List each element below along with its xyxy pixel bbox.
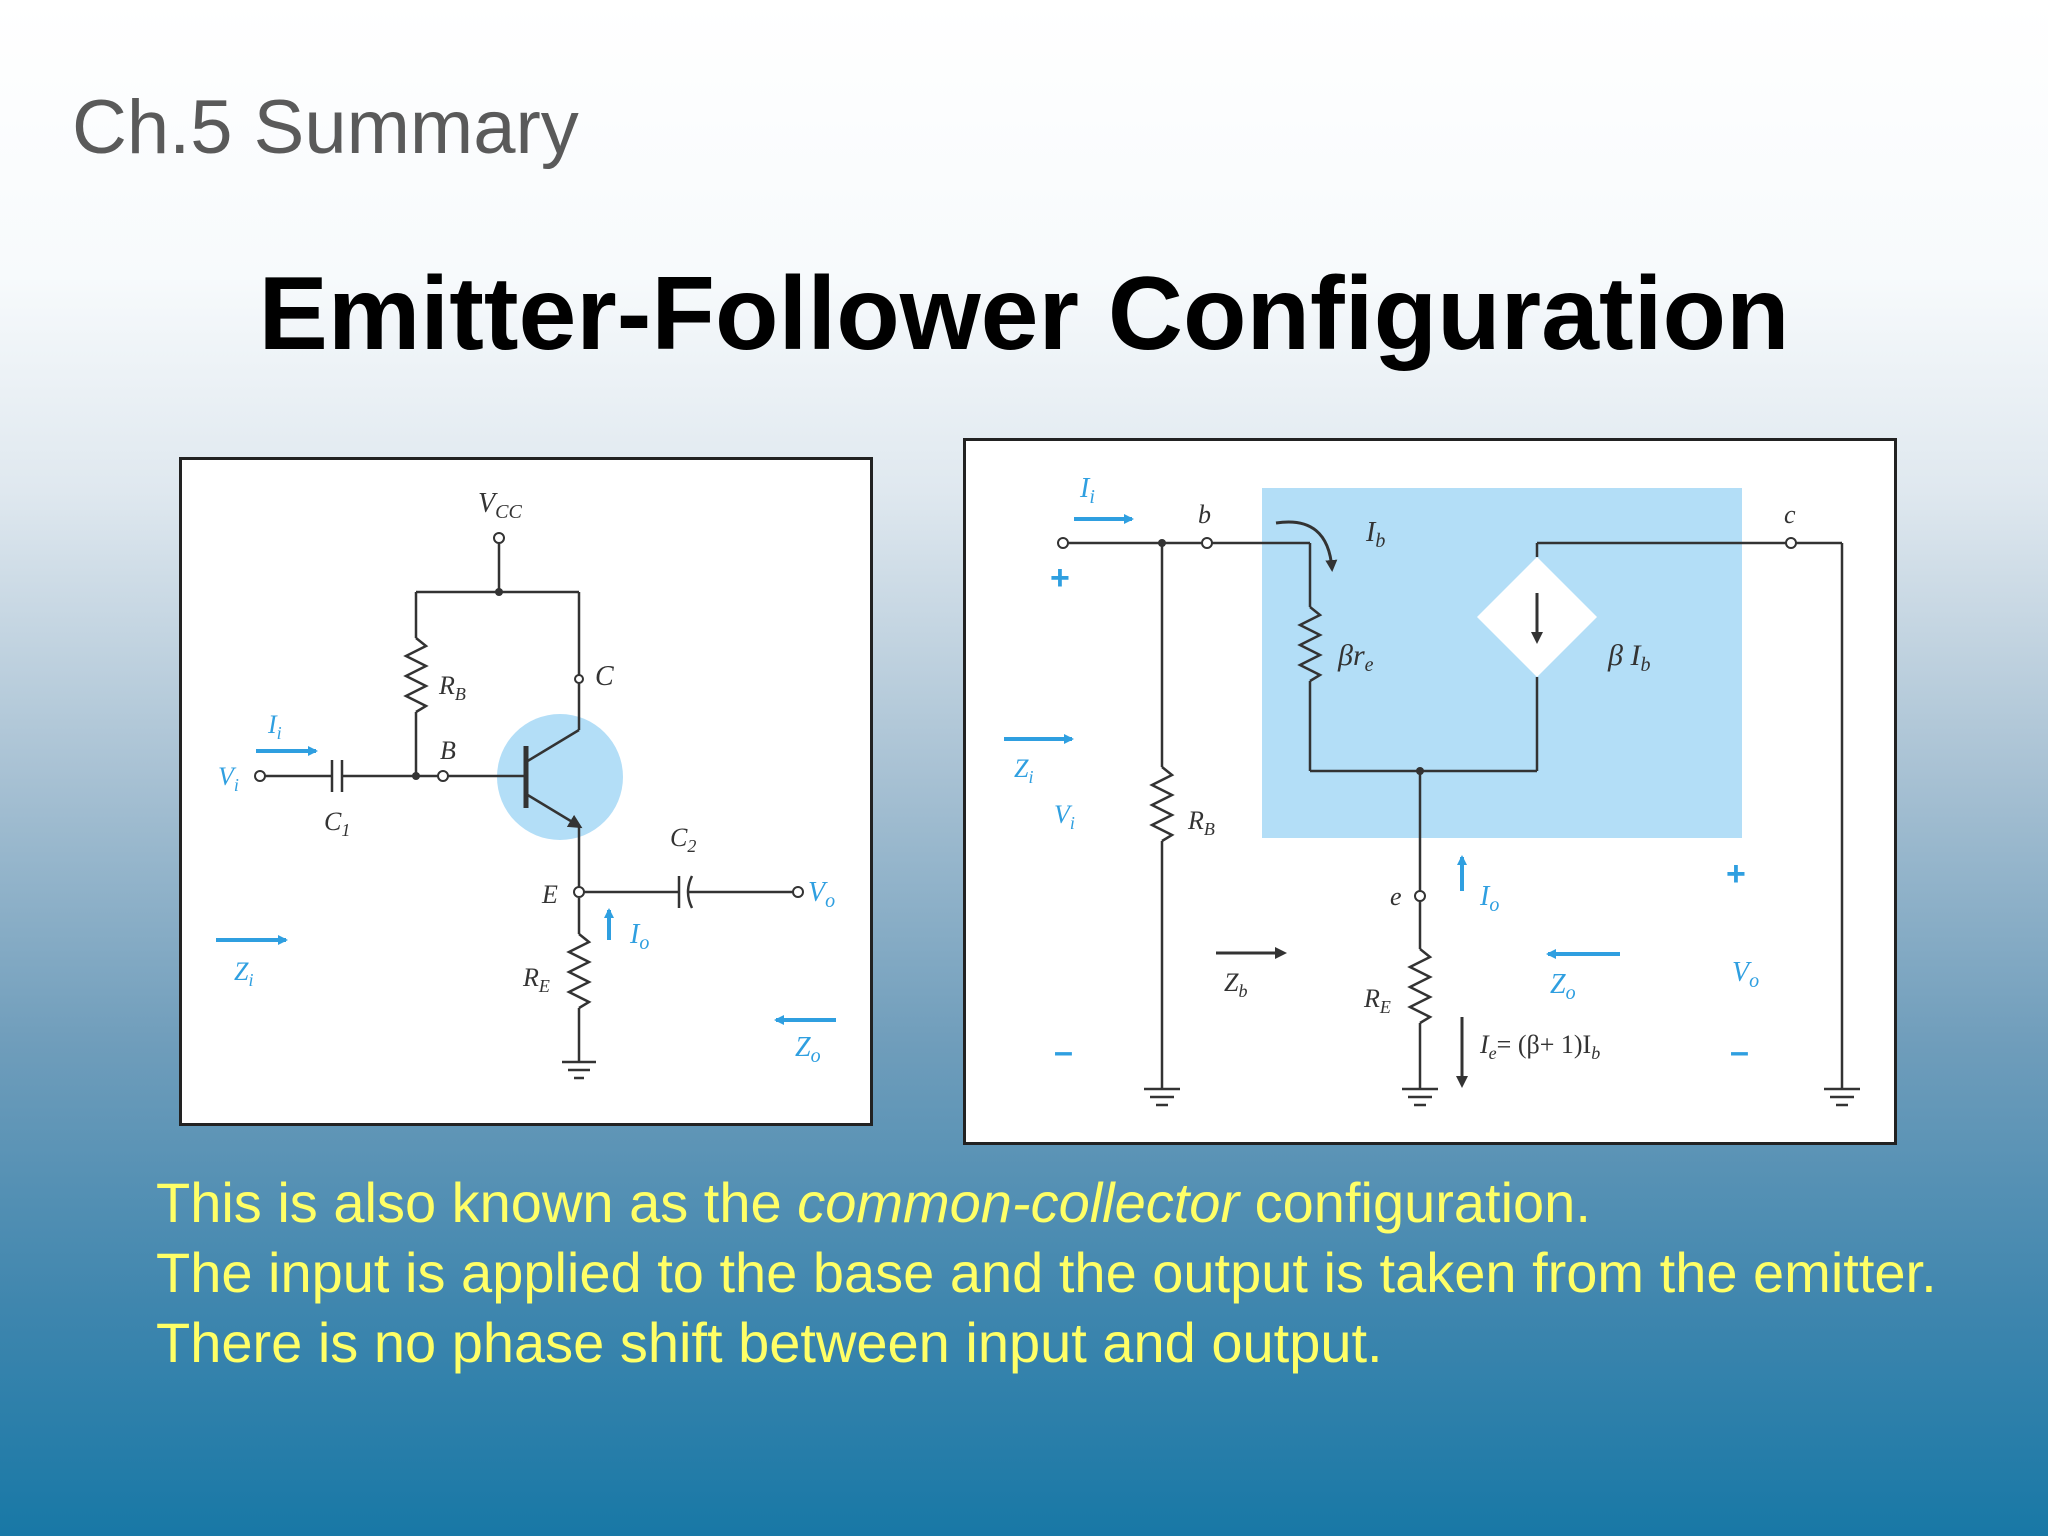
- ii-label: Ii: [1079, 473, 1095, 508]
- ib-arrow: [1275, 520, 1338, 572]
- equivalent-model-drawing: Ii b Ib c βre β Ib + – Zi Vi RB e Io + V…: [1004, 473, 1860, 1107]
- input-terminal: [1057, 537, 1069, 549]
- re-equivalent-model: Ii b Ib c βre β Ib + – Zi Vi RB e Io + V…: [963, 438, 1897, 1145]
- e-node-label: e: [1390, 882, 1402, 911]
- b-node-label: B: [440, 736, 456, 765]
- input-plus-label: +: [1050, 559, 1070, 597]
- ie-equation-label: Ie= (β+ 1)Ib: [1479, 1030, 1600, 1063]
- summary-line-3: There is no phase shift between input an…: [156, 1311, 1383, 1374]
- c-terminal: [1785, 537, 1797, 549]
- zi-label: Zi: [1014, 754, 1033, 787]
- vo-label: Vo: [808, 877, 835, 912]
- re-label: RE: [1363, 984, 1391, 1017]
- transistor-model-region: [1262, 488, 1742, 838]
- rb-label: RB: [1187, 806, 1215, 839]
- terminals: [1057, 537, 1797, 902]
- re-label: RE: [522, 963, 550, 996]
- summary-line-1-post: configuration.: [1239, 1171, 1591, 1234]
- vi-label: Vi: [218, 762, 239, 795]
- b-node-label: b: [1198, 500, 1211, 529]
- vcc-label: VCC: [478, 488, 522, 523]
- output-minus-label: –: [1730, 1033, 1749, 1071]
- io-label: Io: [1479, 881, 1499, 916]
- junction-dots: [412, 588, 503, 780]
- c-node-label: C: [595, 661, 614, 692]
- dark-arrows: [1216, 520, 1543, 1088]
- c1-label: C1: [324, 807, 350, 840]
- blue-arrows: [1004, 514, 1620, 959]
- input-minus-label: –: [1054, 1033, 1073, 1071]
- ib-label: Ib: [1365, 517, 1385, 552]
- vo-terminal: [792, 886, 804, 898]
- rb-label: RB: [438, 671, 466, 704]
- summary-line-1-pre: This is also known as the: [156, 1171, 798, 1234]
- ii-label: Ii: [267, 710, 282, 743]
- zi-label: Zi: [234, 957, 253, 990]
- e-terminal: [1414, 890, 1426, 902]
- summary-text: This is also known as the common-collect…: [156, 1168, 2036, 1378]
- zo-label: Zo: [1550, 969, 1576, 1004]
- vi-label: Vi: [1054, 800, 1075, 833]
- beta-ib-label: β Ib: [1607, 639, 1650, 676]
- zb-label: Zb: [1224, 968, 1247, 1001]
- vi-terminal: [254, 770, 266, 782]
- c2-label: C2: [670, 823, 696, 856]
- current-arrows: [216, 746, 836, 1025]
- io-label: Io: [629, 919, 649, 954]
- model-wires: [1068, 541, 1860, 1107]
- b-terminal: [1201, 537, 1213, 549]
- terminals: [254, 532, 804, 898]
- emitter-terminal: [573, 886, 585, 898]
- junction-dots: [1158, 539, 1424, 775]
- schematic-drawing: VCC RB C B E RE C1 C2 Vi Ii Zi Io Vo Zo: [216, 488, 836, 1080]
- schematic-wires: [265, 543, 793, 1080]
- c-node-label: c: [1784, 500, 1796, 529]
- header-title: Ch.5 Summary: [72, 85, 579, 170]
- slide-title: Emitter-Follower Configuration: [258, 256, 1790, 372]
- collector-terminal: [574, 674, 584, 684]
- output-plus-label: +: [1726, 855, 1746, 893]
- transistor-halo: [497, 714, 623, 840]
- base-terminal: [437, 770, 449, 782]
- vcc-terminal: [493, 532, 505, 544]
- summary-line-1-emphasis: common-collector: [797, 1171, 1240, 1234]
- zo-label: Zo: [795, 1032, 821, 1067]
- vo-label: Vo: [1732, 957, 1759, 992]
- summary-line-2: The input is applied to the base and the…: [156, 1241, 1937, 1304]
- beta-re-label: βre: [1337, 639, 1374, 676]
- e-node-label: E: [541, 880, 558, 909]
- emitter-follower-schematic: VCC RB C B E RE C1 C2 Vi Ii Zi Io Vo Zo: [179, 457, 873, 1126]
- summary-line-1: This is also known as the common-collect…: [156, 1168, 2036, 1238]
